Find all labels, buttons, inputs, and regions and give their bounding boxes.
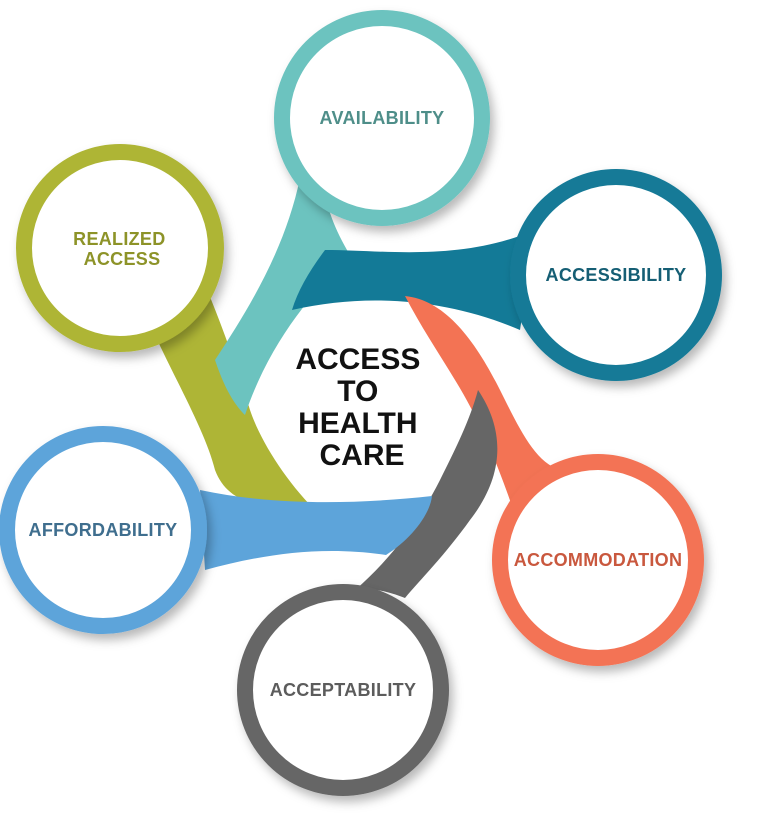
arm-affordability bbox=[200, 490, 432, 570]
node-affordability bbox=[0, 426, 207, 634]
accessibility-label: ACCESSIBILITY bbox=[546, 265, 687, 285]
affordability-label: AFFORDABILITY bbox=[29, 520, 178, 540]
node-accessibility bbox=[510, 169, 722, 381]
node-acceptability bbox=[237, 584, 449, 796]
node-accommodation bbox=[492, 454, 704, 666]
center-title: ACCESS TO HEALTH CARE bbox=[295, 343, 428, 472]
realized-access-label-line: ACCESS bbox=[84, 249, 161, 269]
node-availability bbox=[274, 10, 490, 226]
realized-access-label: REALIZED ACCESS bbox=[73, 229, 171, 269]
availability-label: AVAILABILITY bbox=[320, 108, 445, 128]
node-ring bbox=[237, 584, 449, 796]
arm-accessibility bbox=[292, 230, 535, 330]
arm-availability bbox=[215, 178, 350, 415]
node-ring bbox=[492, 454, 704, 666]
center-title-line: HEALTH bbox=[298, 407, 417, 440]
node-ring bbox=[0, 426, 207, 634]
node-realized-access bbox=[16, 144, 224, 352]
center-title-line: CARE bbox=[319, 439, 404, 472]
node-ring bbox=[510, 169, 722, 381]
accommodation-label: ACCOMMODATION bbox=[514, 550, 683, 570]
center-title-line: ACCESS bbox=[295, 343, 420, 376]
center-title-line: TO bbox=[337, 375, 378, 408]
node-ring bbox=[16, 144, 224, 352]
node-ring bbox=[274, 10, 490, 226]
realized-access-label-line: REALIZED bbox=[73, 229, 165, 249]
arm-acceptability bbox=[355, 390, 498, 598]
acceptability-label: ACCEPTABILITY bbox=[270, 680, 417, 700]
